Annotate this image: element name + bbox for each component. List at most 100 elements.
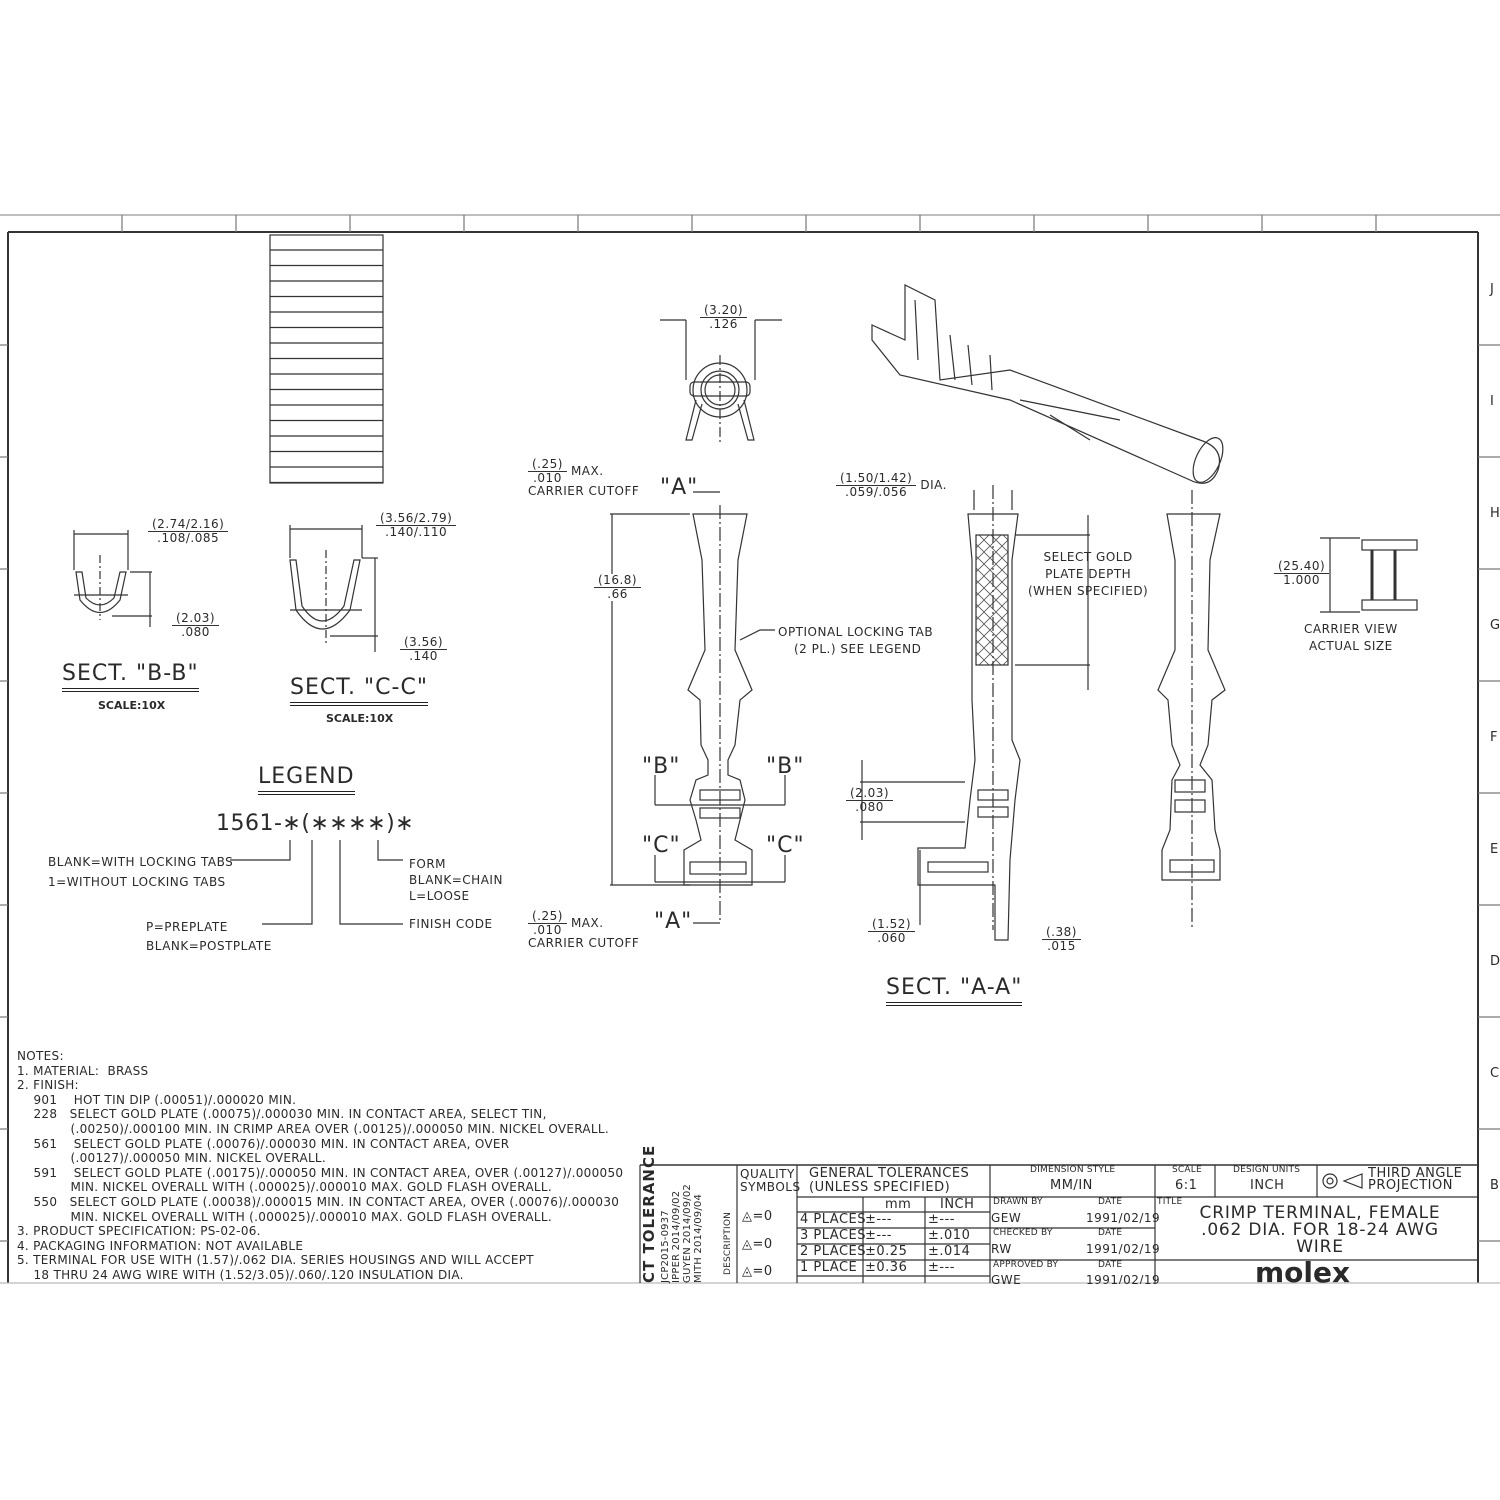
approved-date: 1991/02/19	[1086, 1273, 1161, 1287]
dim-in: .66	[607, 587, 628, 602]
sect-cc-height-dim: (3.56).140	[400, 635, 448, 663]
tolerance-mm: ±0.36	[865, 1260, 908, 1275]
revision-header: CT TOLERANCE	[640, 1144, 658, 1283]
drawn-date-label: DATE	[1098, 1197, 1123, 1207]
quality-value: =0	[752, 1237, 773, 1252]
unless-specified-label: (UNLESS SPECIFIED)	[809, 1180, 951, 1195]
tolerance-places: 3 PLACES	[800, 1228, 866, 1243]
zone-letter: D	[1490, 954, 1500, 969]
dim-mm: (3.20)	[700, 303, 748, 319]
legend-line: BLANK=CHAIN	[409, 873, 503, 887]
dim-in: .080	[855, 800, 884, 815]
drawn-date: 1991/02/19	[1086, 1211, 1161, 1225]
scale-value: 6:1	[1175, 1178, 1198, 1193]
note-line: 561 SELECT GOLD PLATE (.00076)/.000030 M…	[17, 1136, 510, 1151]
dim-mm: (1.52)	[868, 917, 916, 933]
rev-line: IPPER 2014/09/02	[671, 1190, 682, 1283]
note-line: 901 HOT TIN DIP (.00051)/.000020 MIN.	[17, 1092, 297, 1107]
note-line: 3. PRODUCT SPECIFICATION: PS-02-06.	[17, 1224, 261, 1239]
carrier-view-label: CARRIER VIEW ACTUAL SIZE	[1304, 621, 1398, 655]
tolerance-inch: ±---	[928, 1260, 955, 1275]
section-a-a-view	[860, 485, 1090, 941]
rev-line: JCP2015-0937	[660, 1210, 671, 1283]
zone-letter: C	[1490, 1066, 1500, 1081]
quality-value: =0	[752, 1264, 773, 1279]
length-dimension: (16.8).66	[594, 573, 642, 602]
sect-aa-dim-1: (2.03).080	[846, 786, 894, 815]
note-line: NOTES:	[17, 1049, 64, 1063]
label-line: CARRIER VIEW	[1304, 622, 1398, 636]
tolerance-mm: ±---	[865, 1212, 892, 1227]
section-c-c-view	[289, 525, 378, 652]
zone-letter: G	[1490, 618, 1500, 633]
projection-line: THIRD ANGLE	[1368, 1166, 1463, 1181]
checked-by: RW	[991, 1242, 1012, 1256]
isometric-view	[871, 284, 1224, 484]
note-line: (.00127)/.000050 MIN. NICKEL OVERALL.	[17, 1151, 327, 1166]
legend-leaders	[230, 840, 403, 925]
molex-logo: molex	[1255, 1258, 1350, 1283]
dim-mm: (.38)	[1042, 925, 1081, 941]
zone-letter: E	[1490, 842, 1499, 857]
label-line: ACTUAL SIZE	[1309, 639, 1393, 653]
title-label: TITLE	[1157, 1197, 1183, 1207]
dim-in: .060	[877, 931, 906, 946]
legend-line: BLANK=WITH LOCKING TABS	[48, 855, 234, 869]
section-marker-c-right: "C"	[766, 833, 805, 858]
note-line: OPTIONAL LOCKING TAB	[778, 625, 934, 639]
drawn-by: GEW	[991, 1211, 1022, 1225]
description-label: DESCRIPTION	[723, 1211, 733, 1275]
carrier-cutoff-label: CARRIER CUTOFF	[528, 936, 640, 951]
zone-letter: I	[1490, 394, 1495, 409]
quality-symbols-label: QUALITY SYMBOLS	[740, 1167, 801, 1195]
rev-line: GUYEN 2014/09/02	[682, 1184, 693, 1283]
dim-mm: (25.40)	[1274, 559, 1330, 575]
tolerance-mm: ±0.25	[865, 1244, 908, 1259]
dim-mm: (16.8)	[594, 573, 642, 589]
note-line: MIN. NICKEL OVERALL WITH (.000025)/.0000…	[17, 1180, 552, 1195]
dim-mm: (.25)	[528, 909, 567, 925]
dim-mm: (.25)	[528, 457, 567, 473]
blank-margin	[0, 1284, 1500, 1500]
title-block-grid	[639, 1164, 1478, 1283]
section-marker-b-right: "B"	[766, 754, 805, 779]
sect-aa-dim-2: (1.52).060	[868, 917, 916, 946]
design-units-label: DESIGN UNITS	[1233, 1165, 1301, 1175]
note-line: 18 THRU 24 AWG WIRE WITH (1.52/3.05)/.06…	[17, 1267, 464, 1282]
section-b-b-view	[73, 530, 152, 627]
checked-date: 1991/02/19	[1086, 1242, 1161, 1256]
dia-label: DIA.	[920, 478, 947, 493]
sect-bb-scale: SCALE:10X	[98, 699, 166, 712]
dim-in: 1.000	[1283, 573, 1321, 588]
dim-in: .080	[181, 625, 210, 640]
drawing-frame	[0, 214, 1500, 1284]
legend-line: FORM	[409, 857, 447, 871]
dimension-style: MM/IN	[1050, 1178, 1093, 1193]
legend-line: 1=WITHOUT LOCKING TABS	[48, 875, 226, 889]
dim-in: .010	[533, 923, 562, 938]
legend-title: LEGEND	[258, 764, 355, 796]
legend-finish-code: FINISH CODE	[409, 917, 493, 931]
tolerance-places: 1 PLACE	[800, 1260, 858, 1275]
sect-bb-height-dim: (2.03).080	[172, 611, 220, 640]
projection-line: PROJECTION	[1368, 1178, 1453, 1193]
section-marker-a-top: "A"	[660, 475, 699, 500]
dim-in: .108/.085	[157, 531, 220, 546]
note-line: SELECT GOLD	[1043, 550, 1133, 564]
company-logo-text: molex	[1255, 1258, 1351, 1283]
approved-date-label: DATE	[1098, 1260, 1123, 1270]
legend-line: P=PREPLATE	[146, 920, 228, 934]
zone-letter: B	[1490, 1178, 1500, 1193]
revision-grid	[269, 234, 384, 484]
zone-letter: J	[1490, 282, 1495, 297]
sect-bb-title: SECT. "B-B"	[62, 661, 199, 693]
dim-mm: (2.03)	[846, 786, 894, 802]
sect-cc-scale: SCALE:10X	[326, 712, 394, 725]
quality-value: =0	[752, 1209, 773, 1224]
dim-mm: (2.74/2.16)	[148, 517, 229, 533]
